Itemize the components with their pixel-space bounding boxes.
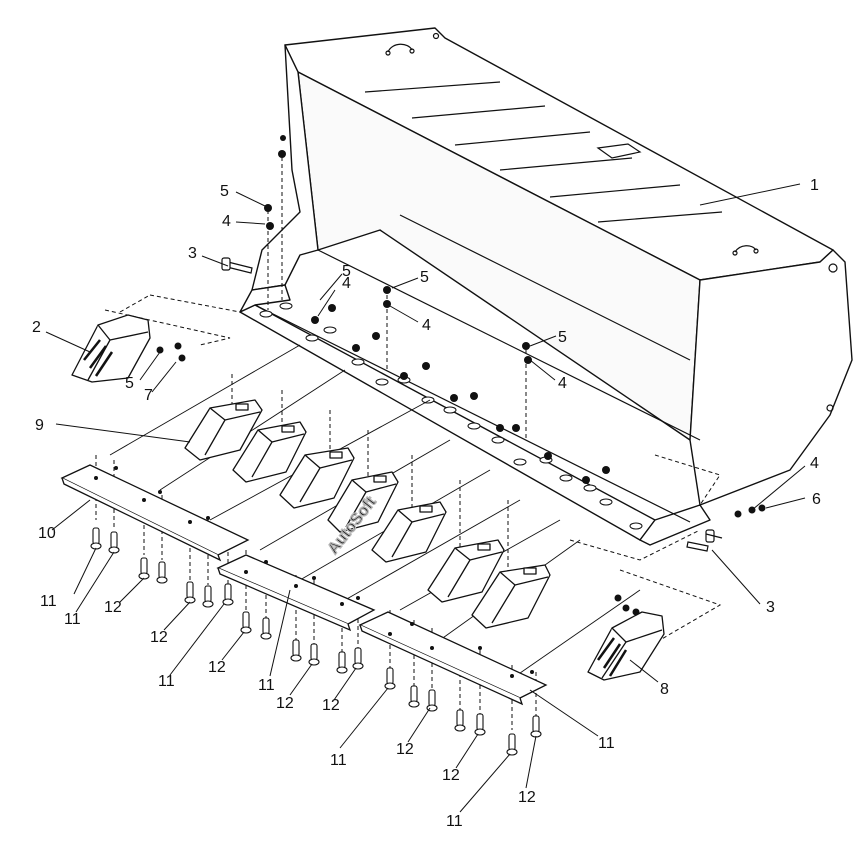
callout-4: 4 (558, 375, 567, 392)
edge-bolt-holes (259, 302, 643, 530)
callout-12: 12 (208, 659, 226, 676)
callout-12: 12 (276, 695, 294, 712)
callout-12: 12 (104, 599, 122, 616)
callout-5: 5 (558, 329, 567, 346)
callout-9: 11 (258, 677, 275, 694)
callout-5: 5 (420, 269, 429, 286)
callout-12: 12 (322, 697, 340, 714)
callout-4: 4 (810, 455, 819, 472)
callout-11: 11 (446, 813, 463, 830)
callout-5: 5 (220, 183, 229, 200)
callout-3: 3 (188, 245, 197, 262)
callout-4: 4 (342, 275, 351, 292)
corner-tooth-left (71, 314, 151, 383)
bucket-ribs (254, 81, 723, 523)
callout-11: 11 (40, 593, 57, 610)
callout-8: 10 (38, 525, 56, 542)
callout-4: 4 (222, 213, 231, 230)
bucket (239, 27, 853, 546)
callout-3: 3 (766, 599, 775, 616)
callout-11: 12 (518, 789, 536, 806)
nut-icon (156, 135, 766, 616)
edge-segment-holes (94, 466, 534, 678)
bolt-row (90, 527, 542, 756)
callout-5: 6 (812, 491, 821, 508)
lifting-eye-icon (385, 32, 838, 412)
callout-labels: 1 2 3 3 4 4 4 4 4 5 5 5 5 5 6 7 8 9 10 1… (32, 177, 821, 830)
adapter-tooth (184, 399, 551, 629)
callout-4: 5 (125, 375, 134, 392)
callout-12: 12 (396, 741, 414, 758)
callout-5: 7 (144, 387, 153, 404)
callout-11: 11 (158, 673, 175, 690)
callout-7: 9 (35, 417, 44, 434)
callout-12: 12 (442, 767, 460, 784)
callout-1: 1 (810, 177, 819, 194)
callout-5: 5 (342, 263, 351, 280)
callout-4: 4 (422, 317, 431, 334)
callout-11: 11 (330, 752, 347, 769)
corner-tooth-right (587, 611, 665, 681)
callout-10: 11 (598, 735, 615, 752)
edge-segment (60, 464, 548, 706)
callout-2: 2 (32, 319, 41, 336)
callout-leaders (45, 183, 806, 813)
callout-12: 12 (150, 629, 168, 646)
callout-11: 11 (64, 611, 81, 628)
callout-6: 8 (660, 681, 669, 698)
